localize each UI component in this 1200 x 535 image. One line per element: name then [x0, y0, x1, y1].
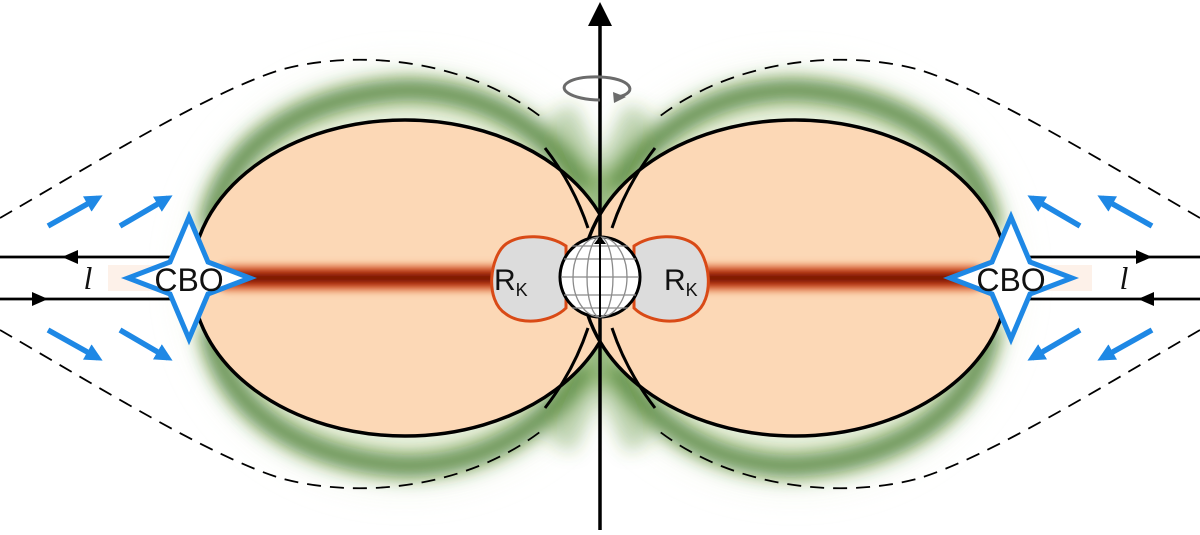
blue-inflow-arrows — [46, 195, 1154, 361]
rk-right-region — [632, 235, 710, 323]
inner-field-lines — [543, 147, 657, 409]
axis-arrowhead — [588, 2, 612, 26]
equatorial-disk — [215, 262, 985, 294]
rotation-arrow-icon — [562, 75, 632, 103]
rk-right-label: RK — [664, 264, 698, 300]
central-star-globe-icon — [558, 235, 642, 319]
l-left-label: l — [84, 260, 93, 296]
cbo-right-label: CBO — [976, 262, 1045, 298]
flow-arrowheads — [32, 250, 1154, 306]
arrow-left-bottom — [32, 292, 48, 306]
cbo-right-star-icon — [942, 210, 1080, 346]
rk-left-label: RK — [494, 264, 528, 300]
rk-left-region — [490, 235, 568, 323]
cbo-left-star-icon — [120, 210, 258, 346]
cbo-left-label: CBO — [154, 262, 223, 298]
arrow-right-bottom — [1138, 292, 1154, 306]
l-right-label: l — [1120, 260, 1129, 296]
flow-lines — [0, 255, 1200, 301]
arrow-right-top — [1136, 250, 1152, 264]
arrow-left-top — [62, 250, 78, 264]
